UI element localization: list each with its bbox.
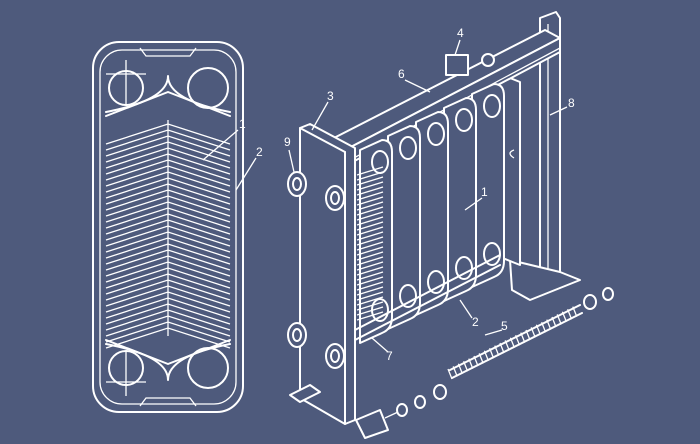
plate (415, 111, 449, 316)
plate-corrugation (356, 276, 384, 286)
plate-port (455, 256, 473, 280)
plate-corrugation (356, 166, 384, 176)
plate-corrugation (356, 181, 384, 191)
single-plate-drawing (92, 41, 244, 413)
plate-corrugation (356, 201, 384, 211)
plate-corrugation (356, 221, 384, 231)
callout-roller: 4 (457, 26, 464, 40)
plate-corrugation (356, 296, 384, 306)
plate-corrugation (356, 266, 384, 276)
plate-port (455, 108, 473, 132)
plate-corrugation (356, 306, 384, 316)
plate-corrugation (356, 286, 384, 296)
assembly-drawing (287, 11, 614, 439)
plate-corrugation (356, 186, 384, 196)
plate-port (399, 136, 417, 160)
plate-corrugation (356, 231, 384, 241)
plate-corrugation (356, 216, 384, 226)
plate-corrugation (356, 226, 384, 236)
callout-nozzle: 9 (284, 135, 291, 149)
plate-corrugation (356, 236, 384, 246)
plate-port (427, 122, 445, 146)
plate (387, 125, 421, 330)
callout-gasket-right: 2 (472, 315, 479, 329)
plate-corrugation (356, 311, 384, 321)
callout-lower-guide-bar: 7 (386, 349, 393, 363)
plate-corrugation (356, 176, 384, 186)
leader-lines (288, 39, 568, 353)
plate-corrugation (356, 301, 384, 311)
plate-corrugation (356, 281, 384, 291)
callout-plate-left: 1 (239, 117, 246, 131)
plate-corrugation (356, 256, 384, 266)
callout-tightening-bolt: 5 (501, 319, 508, 333)
plate-corrugation (356, 196, 384, 206)
callout-support-column: 8 (568, 96, 575, 110)
leader-line (235, 157, 257, 191)
plate (471, 83, 505, 288)
plate-corrugation (356, 251, 384, 261)
plate-corrugation (356, 206, 384, 216)
plate-corrugation (356, 211, 384, 221)
plate-corrugation (356, 171, 384, 181)
callout-upper-guide-bar: 6 (398, 67, 405, 81)
plate-port (427, 270, 445, 294)
plate-corrugation (356, 191, 384, 201)
callout-gasket-left: 2 (256, 145, 263, 159)
plate-corrugation (356, 291, 384, 301)
plate (443, 97, 477, 302)
plate-corrugation (356, 246, 384, 256)
plate-corrugation (356, 241, 384, 251)
plate-corrugation (356, 271, 384, 281)
callout-fixed-plate: 3 (327, 89, 334, 103)
callout-plate-right: 1 (481, 185, 488, 199)
plate-corrugation (356, 261, 384, 271)
plate-port (483, 94, 501, 118)
leader-line (202, 129, 239, 161)
